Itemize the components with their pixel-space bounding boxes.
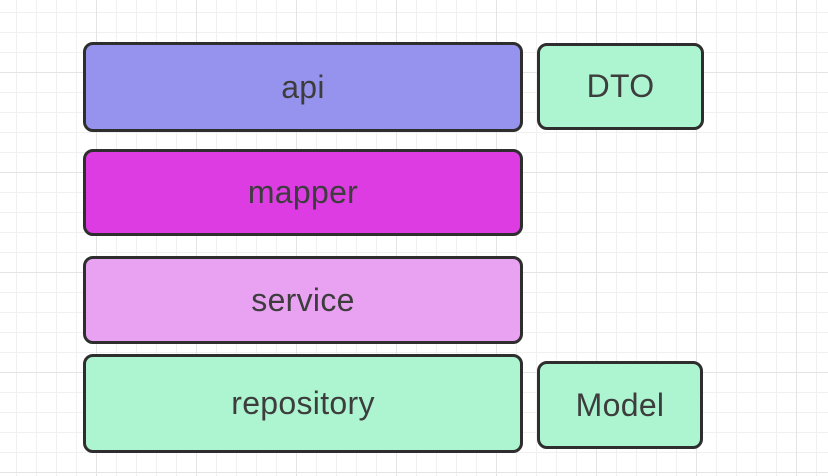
node-api-label: api bbox=[281, 68, 325, 105]
node-mapper-label: mapper bbox=[247, 174, 359, 210]
node-api[interactable]: api bbox=[83, 42, 523, 132]
node-service[interactable]: service bbox=[83, 256, 523, 344]
node-model[interactable]: Model bbox=[537, 361, 703, 449]
node-dto[interactable]: DTO bbox=[537, 43, 704, 130]
node-mapper[interactable]: mapper bbox=[83, 149, 523, 236]
node-repository[interactable]: repository bbox=[83, 354, 523, 453]
node-repository-label: repository bbox=[231, 385, 375, 421]
node-dto-label: DTO bbox=[586, 68, 655, 104]
node-model-label: Model bbox=[575, 386, 665, 423]
node-service-label: service bbox=[251, 281, 355, 318]
